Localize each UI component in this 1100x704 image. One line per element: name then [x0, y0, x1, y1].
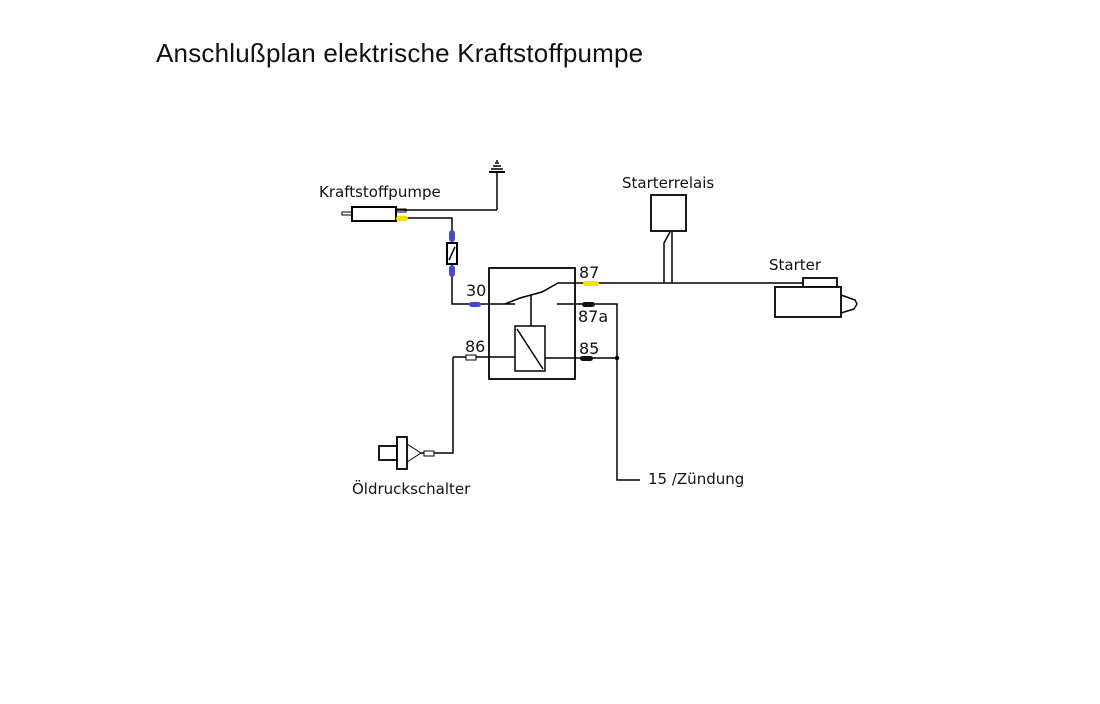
starter-relay-box	[650, 194, 687, 232]
relay-switch	[504, 282, 598, 305]
wire-fuse-relay30	[451, 264, 515, 305]
oil-pressure-switch-symbol	[378, 436, 435, 470]
connector-fuse-top-blue	[449, 230, 455, 242]
junction-dot	[614, 355, 620, 361]
pin-85: 85	[579, 339, 599, 358]
connector-86	[465, 354, 477, 361]
starter-symbol	[774, 277, 858, 318]
relay-box	[488, 267, 576, 380]
label-starter-relay: Starterrelais	[622, 174, 714, 192]
fuse-symbol	[446, 242, 458, 265]
pin-87a: 87a	[578, 307, 608, 326]
connector-85-black	[580, 356, 593, 361]
label-starter: Starter	[769, 256, 822, 274]
connector-fuse-bottom-blue	[449, 265, 455, 277]
connector-87-yellow	[583, 281, 599, 286]
wire-87a	[557, 303, 640, 481]
pin-86: 86	[465, 337, 485, 356]
diagram-title: Anschlußplan elektrische Kraftstoffpumpe	[156, 38, 644, 68]
connector-pump-yellow	[396, 216, 408, 221]
wire-pump-fuse	[400, 217, 453, 243]
pin-87: 87	[579, 263, 599, 282]
connector-87a-black	[582, 302, 595, 307]
label-oil-pressure-switch: Öldruckschalter	[352, 479, 471, 498]
relay-coil	[514, 325, 546, 372]
label-ignition: 15 /Zündung	[648, 470, 744, 488]
pin-30: 30	[466, 281, 486, 300]
starter-relay-switch	[663, 231, 671, 283]
ground-icon	[489, 160, 505, 210]
fuel-pump-symbol	[341, 206, 407, 222]
wire-oil-switch-86	[434, 357, 454, 454]
label-fuel-pump: Kraftstoffpumpe	[319, 183, 441, 201]
connector-30-blue	[469, 302, 481, 307]
